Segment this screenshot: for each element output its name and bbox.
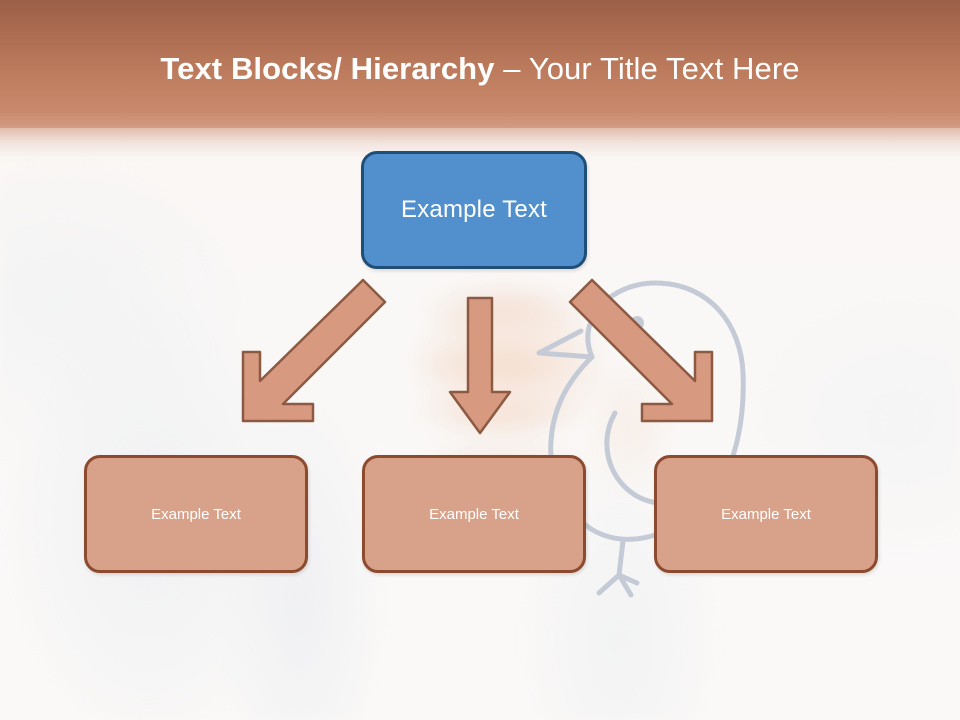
arrow-down-right [565,278,730,423]
hierarchy-top-node[interactable]: Example Text [361,151,587,269]
arrow-down-left [225,278,390,423]
page-title-separator: – [494,51,529,86]
page-title: Text Blocks/ Hierarchy – Your Title Text… [0,49,960,89]
arrow-down [440,296,520,436]
hierarchy-child-node-right-label: Example Text [721,505,811,523]
page-title-light: Your Title Text Here [528,51,800,86]
hierarchy-top-node-label: Example Text [400,196,548,223]
hierarchy-child-node-right[interactable]: Example Text [654,455,878,573]
hierarchy-child-node-left-label: Example Text [151,505,241,523]
hierarchy-child-node-center-label: Example Text [429,505,519,523]
hierarchy-child-node-left[interactable]: Example Text [84,455,308,573]
page-title-strong: Text Blocks/ Hierarchy [160,51,495,86]
hierarchy-child-node-center[interactable]: Example Text [362,455,586,573]
title-band [0,0,960,128]
